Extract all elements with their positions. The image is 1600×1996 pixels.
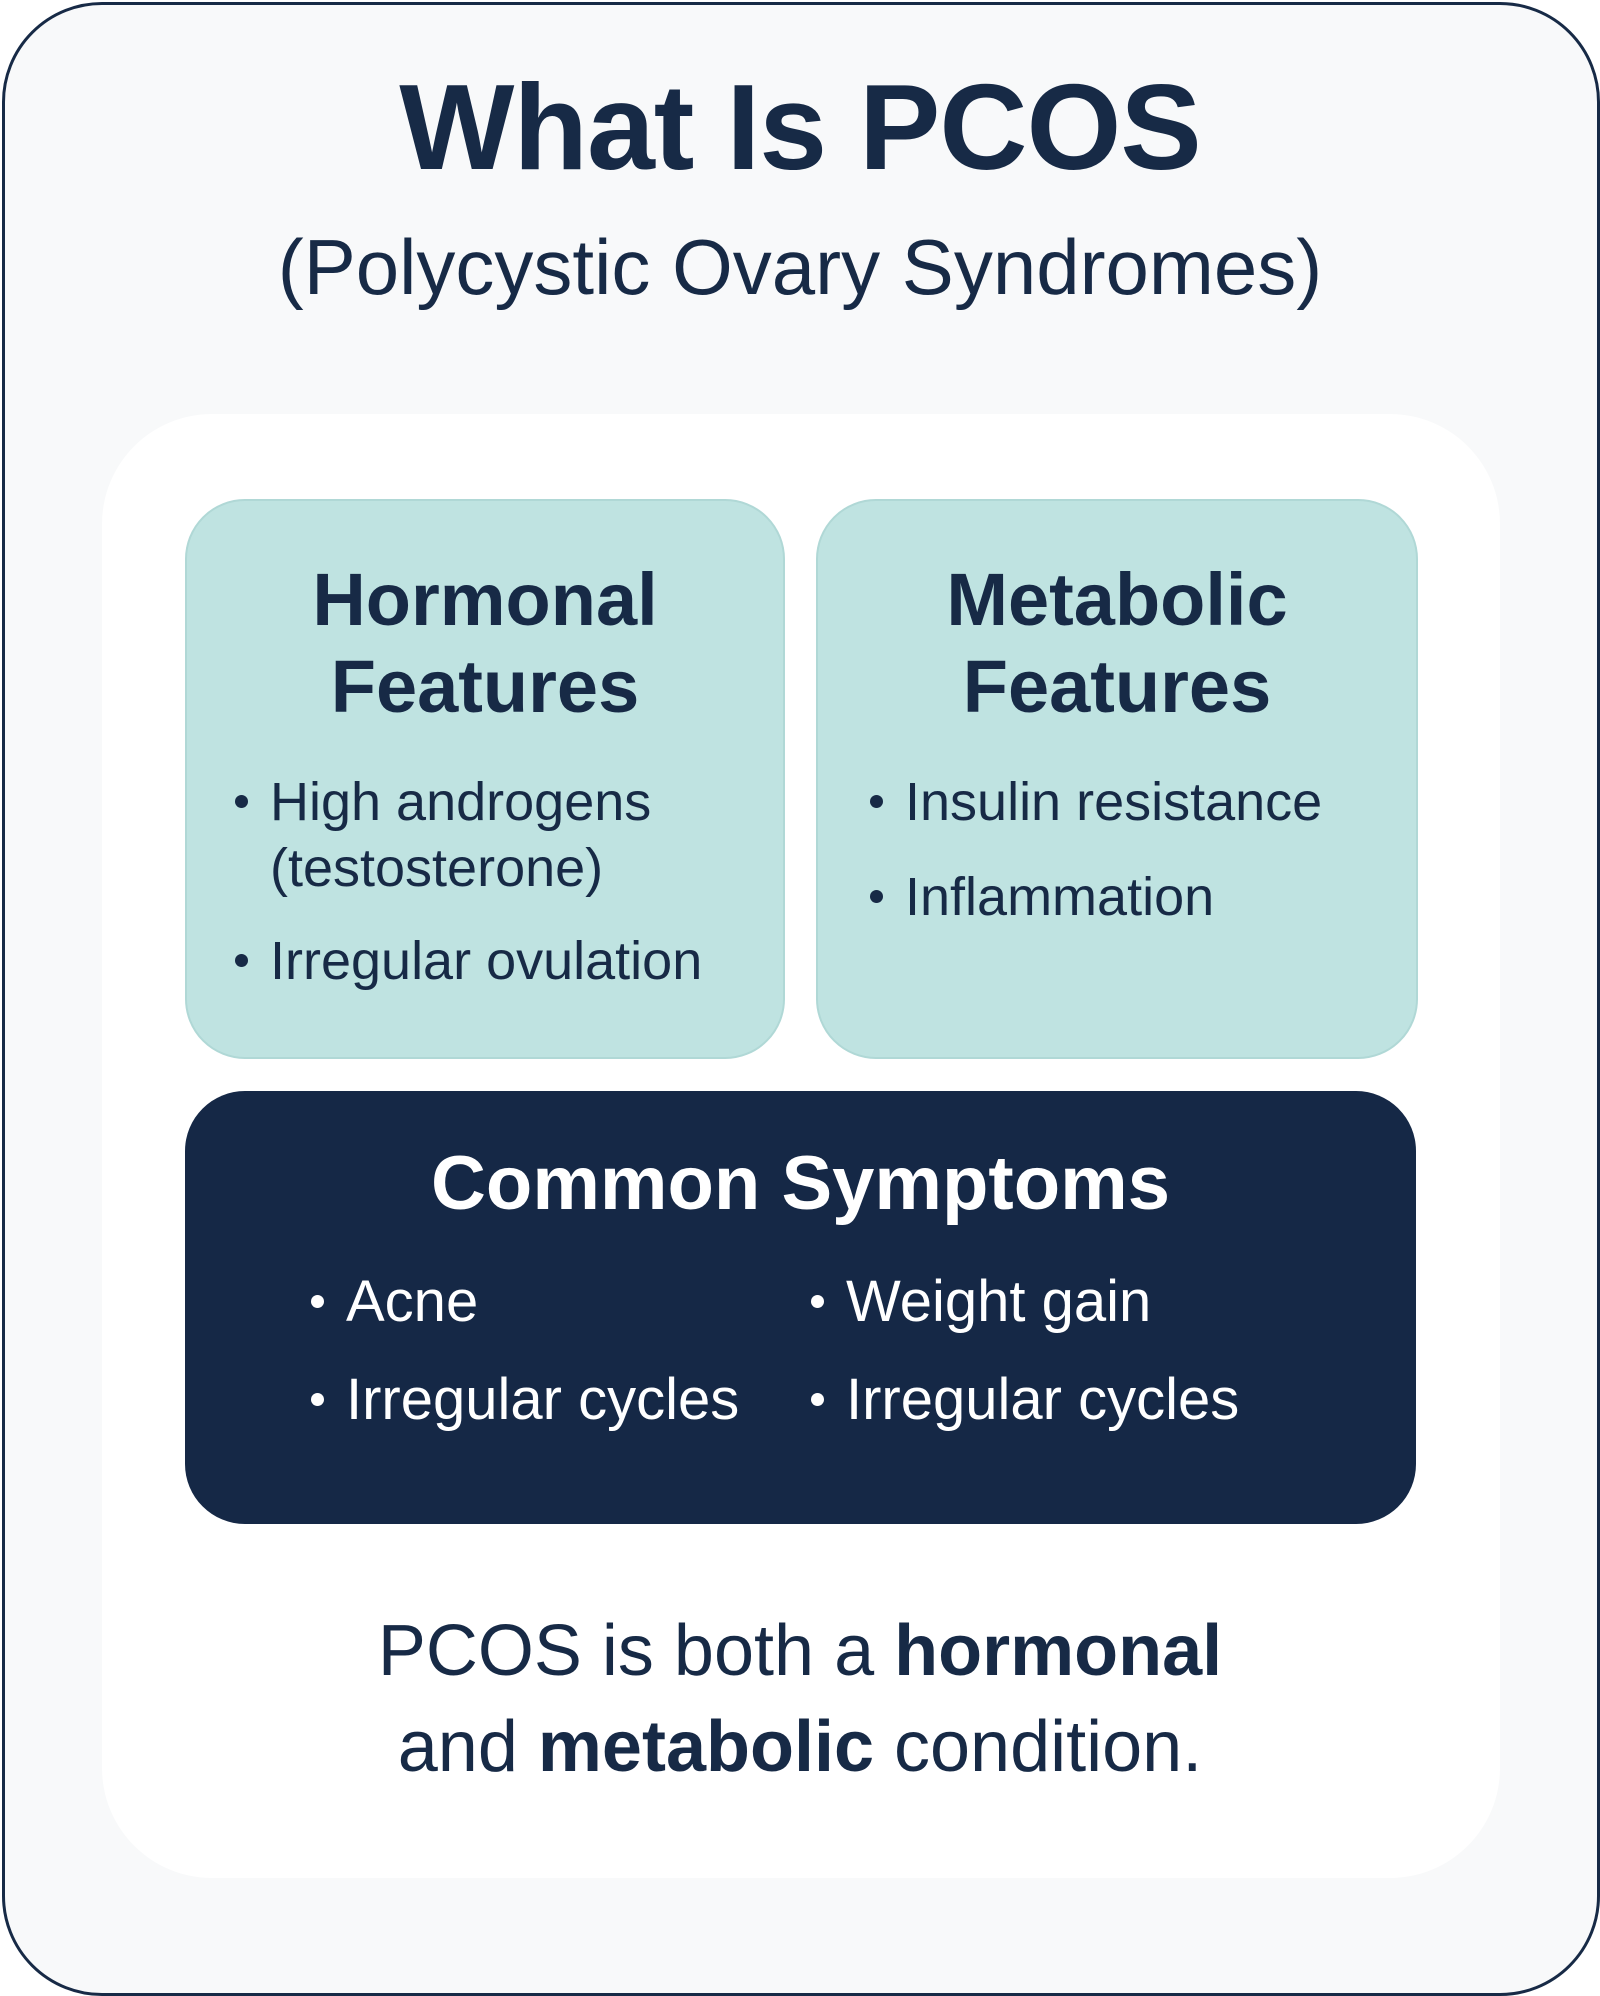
summary-text: and xyxy=(397,1707,538,1787)
symptom-text: Irregular cycles xyxy=(846,1367,1240,1432)
summary-text: condition. xyxy=(874,1707,1203,1787)
bullet-icon xyxy=(311,1295,324,1309)
summary-bold: metabolic xyxy=(537,1707,874,1787)
summary-line-1: PCOS is both a hormonal xyxy=(0,1606,1600,1696)
hormonal-features-card: Hormonal Features High androgens (testos… xyxy=(185,499,785,1059)
summary-bold: hormonal xyxy=(894,1611,1223,1691)
heading-line: Features xyxy=(962,645,1272,728)
list-item-text: Irregular ovulation xyxy=(270,931,703,991)
bullet-icon xyxy=(870,890,883,904)
page-subtitle: (Polycystic Ovary Syndromes) xyxy=(277,223,1323,311)
summary-line-2: and metabolic condition. xyxy=(0,1702,1600,1792)
symptom-item: Irregular cycles xyxy=(311,1365,739,1435)
symptom-text: Weight gain xyxy=(846,1269,1152,1334)
list-item-text: Insulin resistance xyxy=(905,772,1323,832)
symptom-item: Acne xyxy=(311,1267,478,1337)
bullet-icon xyxy=(311,1393,324,1407)
common-symptoms-heading: Common Symptoms xyxy=(431,1141,1170,1226)
list-item: Irregular ovulation xyxy=(235,928,702,994)
bullet-icon xyxy=(870,795,883,809)
list-item-text: High androgens xyxy=(270,772,652,832)
symptom-text: Irregular cycles xyxy=(346,1367,740,1432)
list-item-continuation: (testosterone) xyxy=(270,838,604,898)
hormonal-features-heading: Hormonal Features xyxy=(187,556,783,730)
symptom-text: Acne xyxy=(346,1269,479,1334)
symptom-item: Irregular cycles xyxy=(811,1365,1239,1435)
heading-line: Hormonal xyxy=(312,558,658,641)
page-title: What Is PCOS xyxy=(399,59,1201,195)
bullet-icon xyxy=(811,1295,824,1309)
bullet-icon xyxy=(235,795,248,809)
metabolic-features-heading: Metabolic Features xyxy=(818,556,1416,730)
list-item-text: Inflammation xyxy=(905,867,1215,927)
list-item: Insulin resistance xyxy=(870,769,1322,835)
common-symptoms-card: Common Symptoms Acne Weight gain Irregul… xyxy=(185,1091,1416,1524)
metabolic-features-card: Metabolic Features Insulin resistance In… xyxy=(816,499,1418,1059)
summary-text: PCOS is both a xyxy=(377,1611,895,1691)
symptom-item: Weight gain xyxy=(811,1267,1151,1337)
heading-line: Features xyxy=(330,645,640,728)
heading-line: Metabolic xyxy=(946,558,1288,641)
list-item: Inflammation xyxy=(870,864,1214,930)
list-item: High androgens xyxy=(235,769,651,835)
bullet-icon xyxy=(811,1393,824,1407)
bullet-icon xyxy=(235,954,248,968)
